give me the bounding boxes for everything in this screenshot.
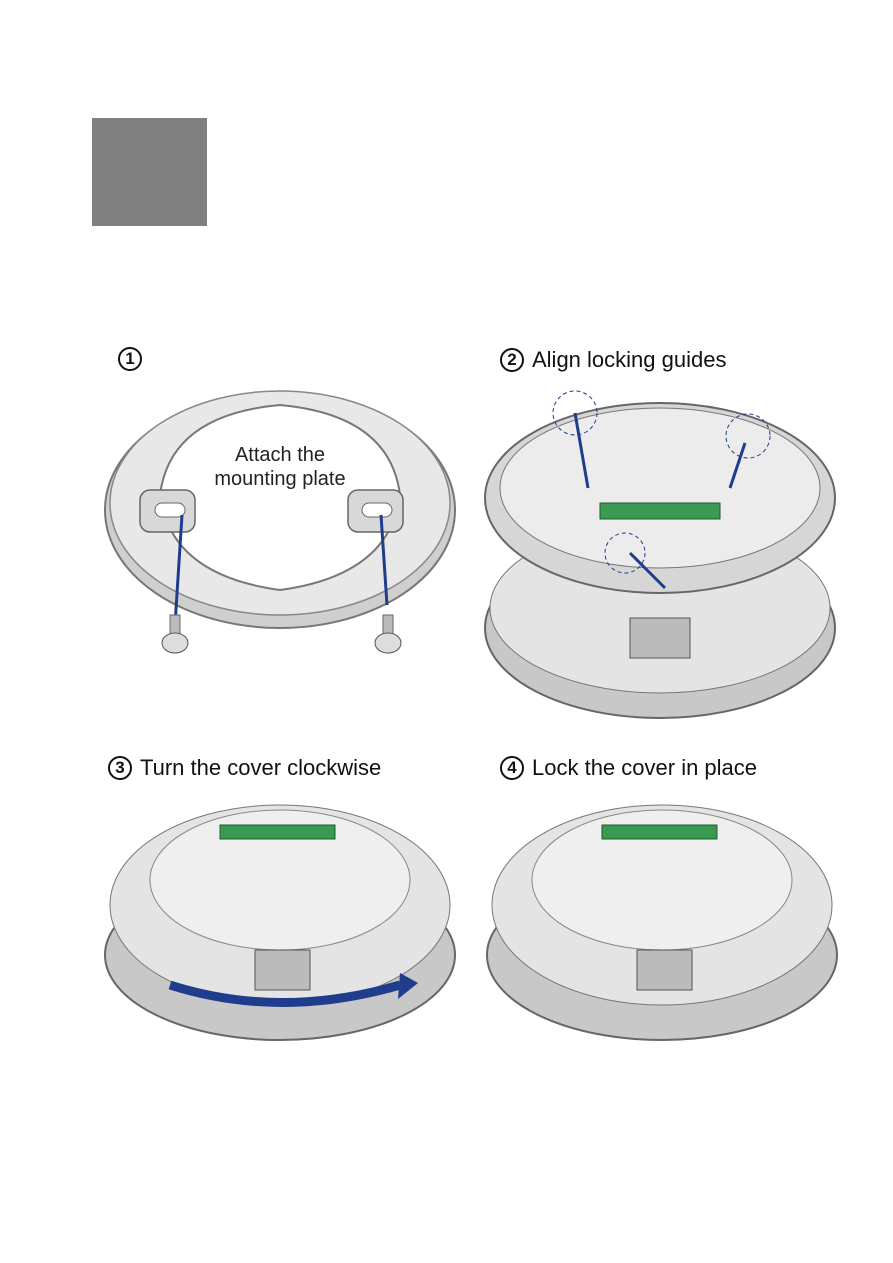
step-3-label: Turn the cover clockwise xyxy=(140,755,382,780)
align-guides-illustration xyxy=(484,390,836,719)
step-1-number: 1 xyxy=(118,347,142,371)
step-2-label: Align locking guides xyxy=(532,347,727,372)
lock-cover-illustration xyxy=(486,804,838,1041)
step-4-header: 4 Lock the cover in place xyxy=(500,755,757,781)
guide-arrow-1 xyxy=(573,412,590,489)
step-3-header: 3 Turn the cover clockwise xyxy=(108,755,381,781)
ethernet-port xyxy=(629,617,691,659)
step-2-header: 2 Align locking guides xyxy=(500,347,726,373)
screw-arrow-right xyxy=(379,514,389,606)
step-1-annotation-line-2: mounting plate xyxy=(214,468,345,490)
step-3-number: 3 xyxy=(108,756,132,780)
screw-arrow-left xyxy=(173,514,184,626)
screw-icon-right xyxy=(374,614,402,654)
step-4-number: 4 xyxy=(500,756,524,780)
step-1-annotation-line-1: Attach the xyxy=(235,444,325,466)
step-4-label: Lock the cover in place xyxy=(532,755,758,780)
clockwise-arrow-icon xyxy=(168,980,402,1007)
screw-icon-left xyxy=(161,614,189,654)
step-2-number: 2 xyxy=(500,348,524,372)
terminal-block xyxy=(599,502,721,520)
mounting-plate-illustration: Attach the mounting plate xyxy=(104,390,456,654)
guide-arrow-3 xyxy=(628,551,667,590)
step-1-header: 1 xyxy=(118,347,150,371)
section-marker-block xyxy=(92,118,207,226)
guide-arrow-2 xyxy=(728,442,747,489)
turn-cover-illustration xyxy=(104,804,456,1041)
